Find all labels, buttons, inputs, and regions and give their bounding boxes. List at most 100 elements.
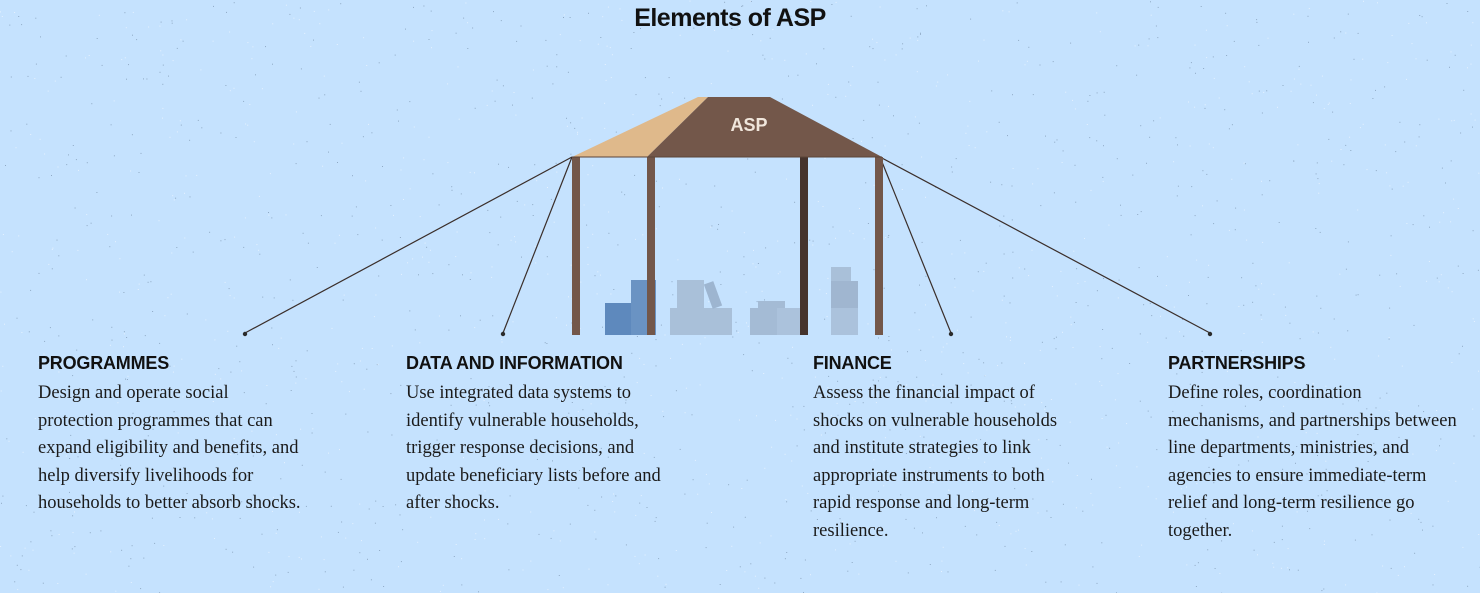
speckle-dot — [1, 16, 3, 17]
roof-label: ASP — [730, 115, 767, 135]
speckle-dot — [714, 29, 716, 31]
speckle-dot — [128, 565, 130, 567]
speckle-dot — [1090, 189, 1092, 191]
speckle-dot — [16, 317, 18, 319]
speckle-dot — [1243, 304, 1245, 306]
speckle-dot — [74, 546, 76, 548]
speckle-dot — [1432, 584, 1434, 586]
speckle-dot — [86, 214, 88, 216]
speckle-dot — [1031, 551, 1033, 552]
speckle-dot — [733, 526, 735, 528]
speckle-dot — [614, 511, 616, 513]
speckle-dot — [1419, 15, 1421, 16]
speckle-dot — [605, 79, 607, 81]
speckle-dot — [1189, 67, 1191, 69]
speckle-dot — [295, 163, 297, 165]
speckle-dot — [854, 540, 856, 542]
speckle-dot — [5, 165, 6, 166]
speckle-dot — [1278, 222, 1280, 223]
speckle-dot — [226, 11, 227, 13]
speckle-dot — [646, 507, 648, 508]
speckle-dot — [285, 214, 287, 216]
speckle-dot — [376, 364, 378, 366]
speckle-dot — [1408, 22, 1410, 24]
speckle-dot — [1116, 158, 1118, 160]
speckle-dot — [227, 330, 229, 332]
speckle-dot — [1118, 279, 1120, 281]
speckle-dot — [1334, 358, 1336, 360]
speckle-dot — [736, 20, 738, 22]
box-grey-base — [670, 308, 732, 335]
speckle-dot — [214, 373, 216, 375]
speckle-dot — [1243, 162, 1245, 164]
speckle-dot — [1062, 503, 1064, 505]
speckle-dot — [233, 297, 235, 299]
speckle-dot — [42, 582, 44, 584]
speckle-dot — [359, 360, 361, 362]
speckle-dot — [147, 281, 149, 283]
speckle-dot — [291, 365, 293, 367]
speckle-dot — [1457, 208, 1459, 209]
speckle-dot — [481, 388, 483, 390]
element-description: Design and operate social protection pro… — [38, 383, 301, 514]
speckle-dot — [428, 393, 430, 395]
speckle-dot — [1012, 94, 1013, 96]
speckle-dot — [877, 81, 879, 83]
speckle-dot — [232, 551, 234, 553]
speckle-dot — [705, 547, 707, 549]
speckle-dot — [1269, 421, 1271, 423]
speckle-dot — [1106, 446, 1108, 448]
speckle-dot — [1173, 161, 1175, 163]
speckle-dot — [1339, 446, 1340, 448]
speckle-dot — [1136, 466, 1138, 468]
speckle-dot — [941, 373, 943, 375]
speckle-dot — [790, 15, 792, 17]
speckle-dot — [98, 14, 100, 16]
speckle-dot — [1177, 185, 1179, 187]
speckle-dot — [258, 249, 260, 251]
speckle-dot — [318, 588, 320, 590]
speckle-dot — [546, 256, 548, 258]
speckle-dot — [1297, 144, 1299, 146]
speckle-dot — [413, 126, 415, 128]
speckle-dot — [699, 384, 701, 386]
speckle-dot — [1046, 510, 1048, 512]
speckle-dot — [1160, 315, 1161, 317]
speckle-dot — [1447, 287, 1449, 289]
speckle-dot — [1323, 588, 1325, 590]
speckle-dot — [563, 17, 564, 18]
speckle-dot — [44, 340, 46, 342]
speckle-dot — [284, 462, 285, 464]
speckle-dot — [1096, 92, 1098, 94]
speckle-dot — [111, 215, 113, 217]
speckle-dot — [907, 133, 909, 135]
speckle-dot — [1330, 346, 1332, 348]
speckle-dot — [1188, 101, 1189, 103]
speckle-dot — [650, 395, 652, 396]
speckle-dot — [1084, 281, 1086, 283]
speckle-dot — [991, 474, 993, 476]
speckle-dot — [1473, 321, 1475, 322]
speckle-dot — [1388, 337, 1390, 338]
speckle-dot — [58, 255, 60, 257]
speckle-dot — [1212, 147, 1214, 149]
speckle-dot — [1024, 64, 1026, 66]
speckle-dot — [1070, 42, 1072, 44]
speckle-dot — [1195, 72, 1196, 74]
speckle-dot — [956, 329, 958, 331]
speckle-dot — [1316, 295, 1318, 297]
speckle-dot — [233, 452, 235, 454]
speckle-dot — [570, 153, 572, 155]
speckle-dot — [455, 256, 457, 258]
speckle-dot — [251, 430, 253, 432]
speckle-dot — [563, 14, 565, 16]
speckle-dot — [295, 376, 297, 378]
speckle-dot — [1156, 449, 1158, 451]
speckle-dot — [126, 78, 127, 80]
speckle-dot — [1293, 13, 1295, 15]
speckle-dot — [1455, 480, 1457, 482]
speckle-dot — [941, 351, 943, 353]
speckle-dot — [935, 85, 937, 87]
speckle-dot — [337, 162, 338, 163]
speckle-dot — [980, 439, 982, 441]
